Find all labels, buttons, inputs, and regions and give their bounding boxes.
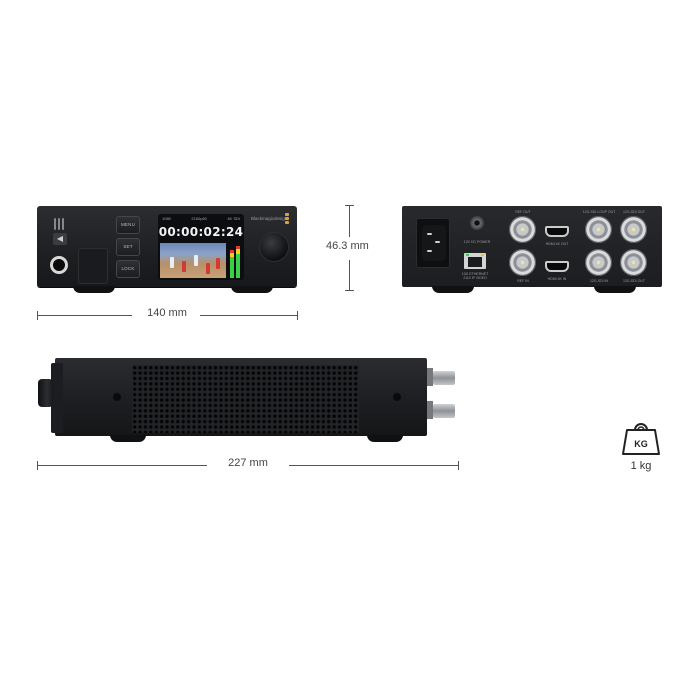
hdmi-in-port	[545, 261, 569, 272]
video-preview	[160, 243, 226, 278]
sdi-in-label: 12G-SDI IN	[589, 279, 609, 283]
control-knob[interactable]	[259, 232, 289, 262]
dc-power-jack	[470, 216, 484, 230]
ethernet-port	[464, 253, 486, 269]
hdmi-out-label: HDMI 4K OUT	[545, 242, 569, 246]
ref-out-bnc	[509, 216, 536, 243]
ac-power-inlet	[416, 218, 450, 268]
dc-power-label: 12V DC POWER	[463, 240, 491, 244]
ventilation-grille	[132, 365, 359, 433]
width-dimension: 140 mm	[37, 307, 298, 320]
brand-logo: Blackmagicdesign	[251, 216, 288, 221]
lcd-status-bar: 1080 2160p60 4K SDI	[158, 214, 244, 224]
front-panel-view: ◀ MENU SET LOCK 1080 2160p60 4K SDI 00:0…	[37, 206, 297, 293]
headphone-jack	[50, 256, 68, 274]
ref-in-bnc	[509, 249, 536, 276]
weight-icon-text: KG	[634, 439, 648, 449]
sdi-out-b-label: 12G-SDI OUT	[623, 279, 645, 283]
bnc-base	[427, 401, 433, 419]
rubber-foot	[231, 286, 273, 293]
weight-indicator: KG 1 kg	[621, 420, 661, 476]
bnc-base	[427, 368, 433, 386]
sdi-out-b-bnc	[620, 249, 647, 276]
brand-mark-icon	[285, 213, 289, 224]
screw-icon	[113, 393, 121, 401]
rubber-foot	[432, 286, 474, 293]
sdi-loop-out-bnc	[585, 216, 612, 243]
rubber-foot	[367, 435, 403, 442]
width-label: 140 mm	[147, 307, 187, 319]
weight-label: 1 kg	[630, 460, 652, 472]
audio-meters	[229, 243, 241, 278]
set-button[interactable]: SET	[116, 238, 140, 256]
ref-in-label: REF IN	[517, 279, 529, 283]
bnc-connector-profile	[433, 404, 455, 418]
bnc-connector-profile	[433, 371, 455, 385]
rubber-foot	[594, 286, 636, 293]
lcd-format: 1080	[162, 216, 171, 221]
screw-icon	[393, 393, 401, 401]
depth-label: 227 mm	[228, 457, 268, 469]
sdi-in-bnc	[585, 249, 612, 276]
lcd-screen: 1080 2160p60 4K SDI 00:00:02:24	[158, 214, 244, 280]
sdi-loop-out-label: 12G-SDI LOOP OUT	[582, 210, 616, 214]
speaker-grille-icon	[54, 218, 66, 230]
blank-panel	[78, 248, 108, 284]
ref-out-label: REF OUT	[515, 210, 531, 214]
height-label: 46.3 mm	[326, 240, 369, 252]
front-bezel	[51, 363, 63, 433]
lcd-timecode: 00:00:02:24	[158, 225, 244, 239]
hdmi-in-label: HDMI 4K IN	[547, 277, 567, 281]
rear-panel-view: 12V DC POWER 10G ETHERNET 2110 IP VIDEO …	[402, 206, 662, 293]
sdi-out-a-label: 12G-SDI OUT	[623, 210, 645, 214]
side-view	[38, 358, 455, 442]
speaker-volume-button[interactable]: ◀	[53, 233, 67, 245]
menu-button[interactable]: MENU	[116, 216, 140, 234]
lock-button[interactable]: LOCK	[116, 260, 140, 278]
ethernet-label: 10G ETHERNET 2110 IP VIDEO	[461, 272, 489, 280]
knob-profile	[38, 379, 53, 407]
rubber-foot	[110, 435, 146, 442]
sdi-out-a-bnc	[620, 216, 647, 243]
weight-icon: KG	[622, 423, 660, 455]
depth-dimension: 227 mm	[37, 457, 459, 470]
height-dimension	[345, 205, 354, 291]
lcd-framerate: 2160p60	[191, 216, 207, 221]
lcd-input: 4K SDI	[227, 216, 240, 221]
rubber-foot	[73, 286, 115, 293]
hdmi-out-port	[545, 226, 569, 237]
